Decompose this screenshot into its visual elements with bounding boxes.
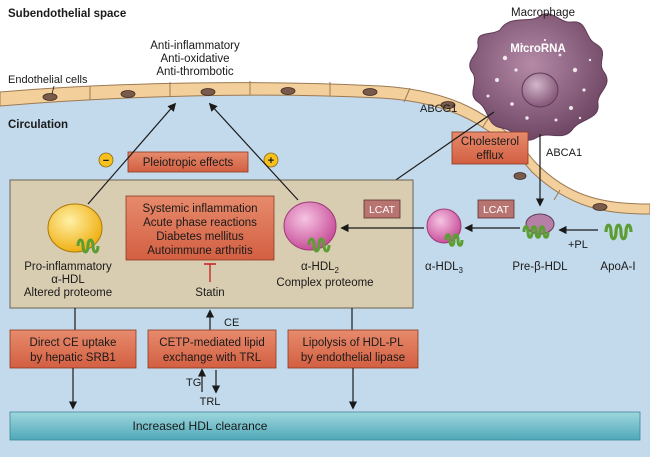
- hdl2-label-sub: 2: [335, 266, 340, 275]
- abca1-label: ABCA1: [546, 147, 582, 159]
- statin-label: Statin: [195, 287, 224, 299]
- lcat-box-2: [477, 199, 515, 219]
- tg-label: TG: [186, 377, 201, 389]
- hdl3-label-sub: 3: [459, 266, 464, 275]
- endothelial-cells-label: Endothelial cells: [8, 74, 88, 86]
- hdl2-particle: [283, 201, 337, 253]
- cetp-label-1: CETP-mediated lipid: [159, 337, 264, 349]
- minus-label: −: [103, 155, 109, 167]
- minus-sign: [98, 152, 114, 168]
- cetp-exchange-box: [147, 329, 277, 369]
- lcat-label-2: LCAT: [483, 204, 510, 216]
- condition-diabetes: Diabetes mellitus: [156, 231, 244, 243]
- anti-oxidative-label: Anti-oxidative: [160, 53, 229, 65]
- endothelial-nucleus: [200, 88, 216, 96]
- endothelial-nucleus: [440, 101, 456, 109]
- direct-ce-label-1: Direct CE uptake: [30, 337, 117, 349]
- plus-pl-label: +PL: [568, 239, 588, 251]
- pre-beta-hdl-label: Pre-β-HDL: [512, 261, 568, 273]
- plus-sign: [263, 152, 279, 168]
- lcat-box-1: [363, 199, 401, 219]
- condition-autoimmune: Autoimmune arthritis: [147, 245, 253, 257]
- hdl2-label-main: α-HDL: [301, 261, 335, 273]
- cholesterol-efflux-box: [451, 131, 529, 165]
- hdl-clearance-label: Increased HDL clearance: [133, 419, 268, 433]
- pro-inflammatory-hdl-particle: [47, 203, 103, 254]
- microrna-label: MicroRNA: [510, 43, 566, 55]
- hdl-clearance-bar: [9, 411, 641, 441]
- anti-inflammatory-label: Anti-inflammatory: [150, 40, 240, 52]
- trl-label: TRL: [200, 396, 221, 408]
- apoa1-protein: [604, 223, 633, 241]
- lcat-label-1: LCAT: [369, 204, 396, 216]
- endothelial-nucleus: [592, 203, 608, 211]
- endothelial-nucleus: [280, 87, 296, 95]
- ce-label: CE: [224, 317, 239, 329]
- pleiotropic-effects-box: [127, 151, 249, 173]
- endothelial-nucleus: [42, 93, 58, 101]
- hdl2-label: α-HDL2: [301, 261, 339, 275]
- plus-label: +: [268, 155, 274, 167]
- hdl3-particle: [426, 208, 464, 247]
- pro-inflammatory-label-3: Altered proteome: [24, 287, 112, 299]
- cetp-label-2: exchange with TRL: [163, 352, 262, 364]
- macrophage: MicroRNA: [469, 13, 608, 141]
- endothelial-nucleus: [513, 172, 527, 180]
- cholesterol-efflux-line2: efflux: [476, 150, 504, 162]
- circulation-label: Circulation: [8, 119, 68, 131]
- endothelial-nucleus: [120, 90, 136, 98]
- complex-proteome-label: Complex proteome: [276, 277, 373, 289]
- endothelial-nucleus: [362, 88, 378, 96]
- lipolysis-label-2: by endothelial lipase: [301, 352, 405, 364]
- direct-ce-uptake-box: [9, 329, 137, 369]
- abcg1-label: ABCG1: [420, 103, 457, 115]
- pro-inflammatory-label-2: α-HDL: [51, 274, 85, 286]
- lipolysis-label-1: Lipolysis of HDL-PL: [303, 337, 405, 349]
- pre-beta-hdl-particle: [522, 213, 555, 239]
- direct-ce-label-2: by hepatic SRB1: [30, 352, 116, 364]
- cholesterol-efflux-line1: Cholesterol: [461, 136, 519, 148]
- pleiotropic-effects-label: Pleiotropic effects: [143, 157, 234, 169]
- condition-systemic-inflammation: Systemic inflammation: [142, 203, 257, 215]
- hdl3-label-main: α-HDL: [425, 261, 459, 273]
- lipolysis-box: [287, 329, 419, 369]
- proinflammatory-effects-arrow: [87, 102, 177, 205]
- hdl3-label: α-HDL3: [425, 261, 463, 275]
- pro-inflammatory-label-1: Pro-inflammatory: [24, 261, 112, 273]
- macrophage-label: Macrophage: [511, 7, 575, 19]
- apoa1-label: ApoA-I: [600, 261, 635, 273]
- condition-acute-phase: Acute phase reactions: [143, 217, 257, 229]
- subendothelial-space-label: Subendothelial space: [8, 8, 126, 20]
- anti-thrombotic-label: Anti-thrombotic: [156, 66, 234, 78]
- conditions-box: [125, 195, 275, 261]
- hdl2-effects-arrow: [208, 102, 299, 201]
